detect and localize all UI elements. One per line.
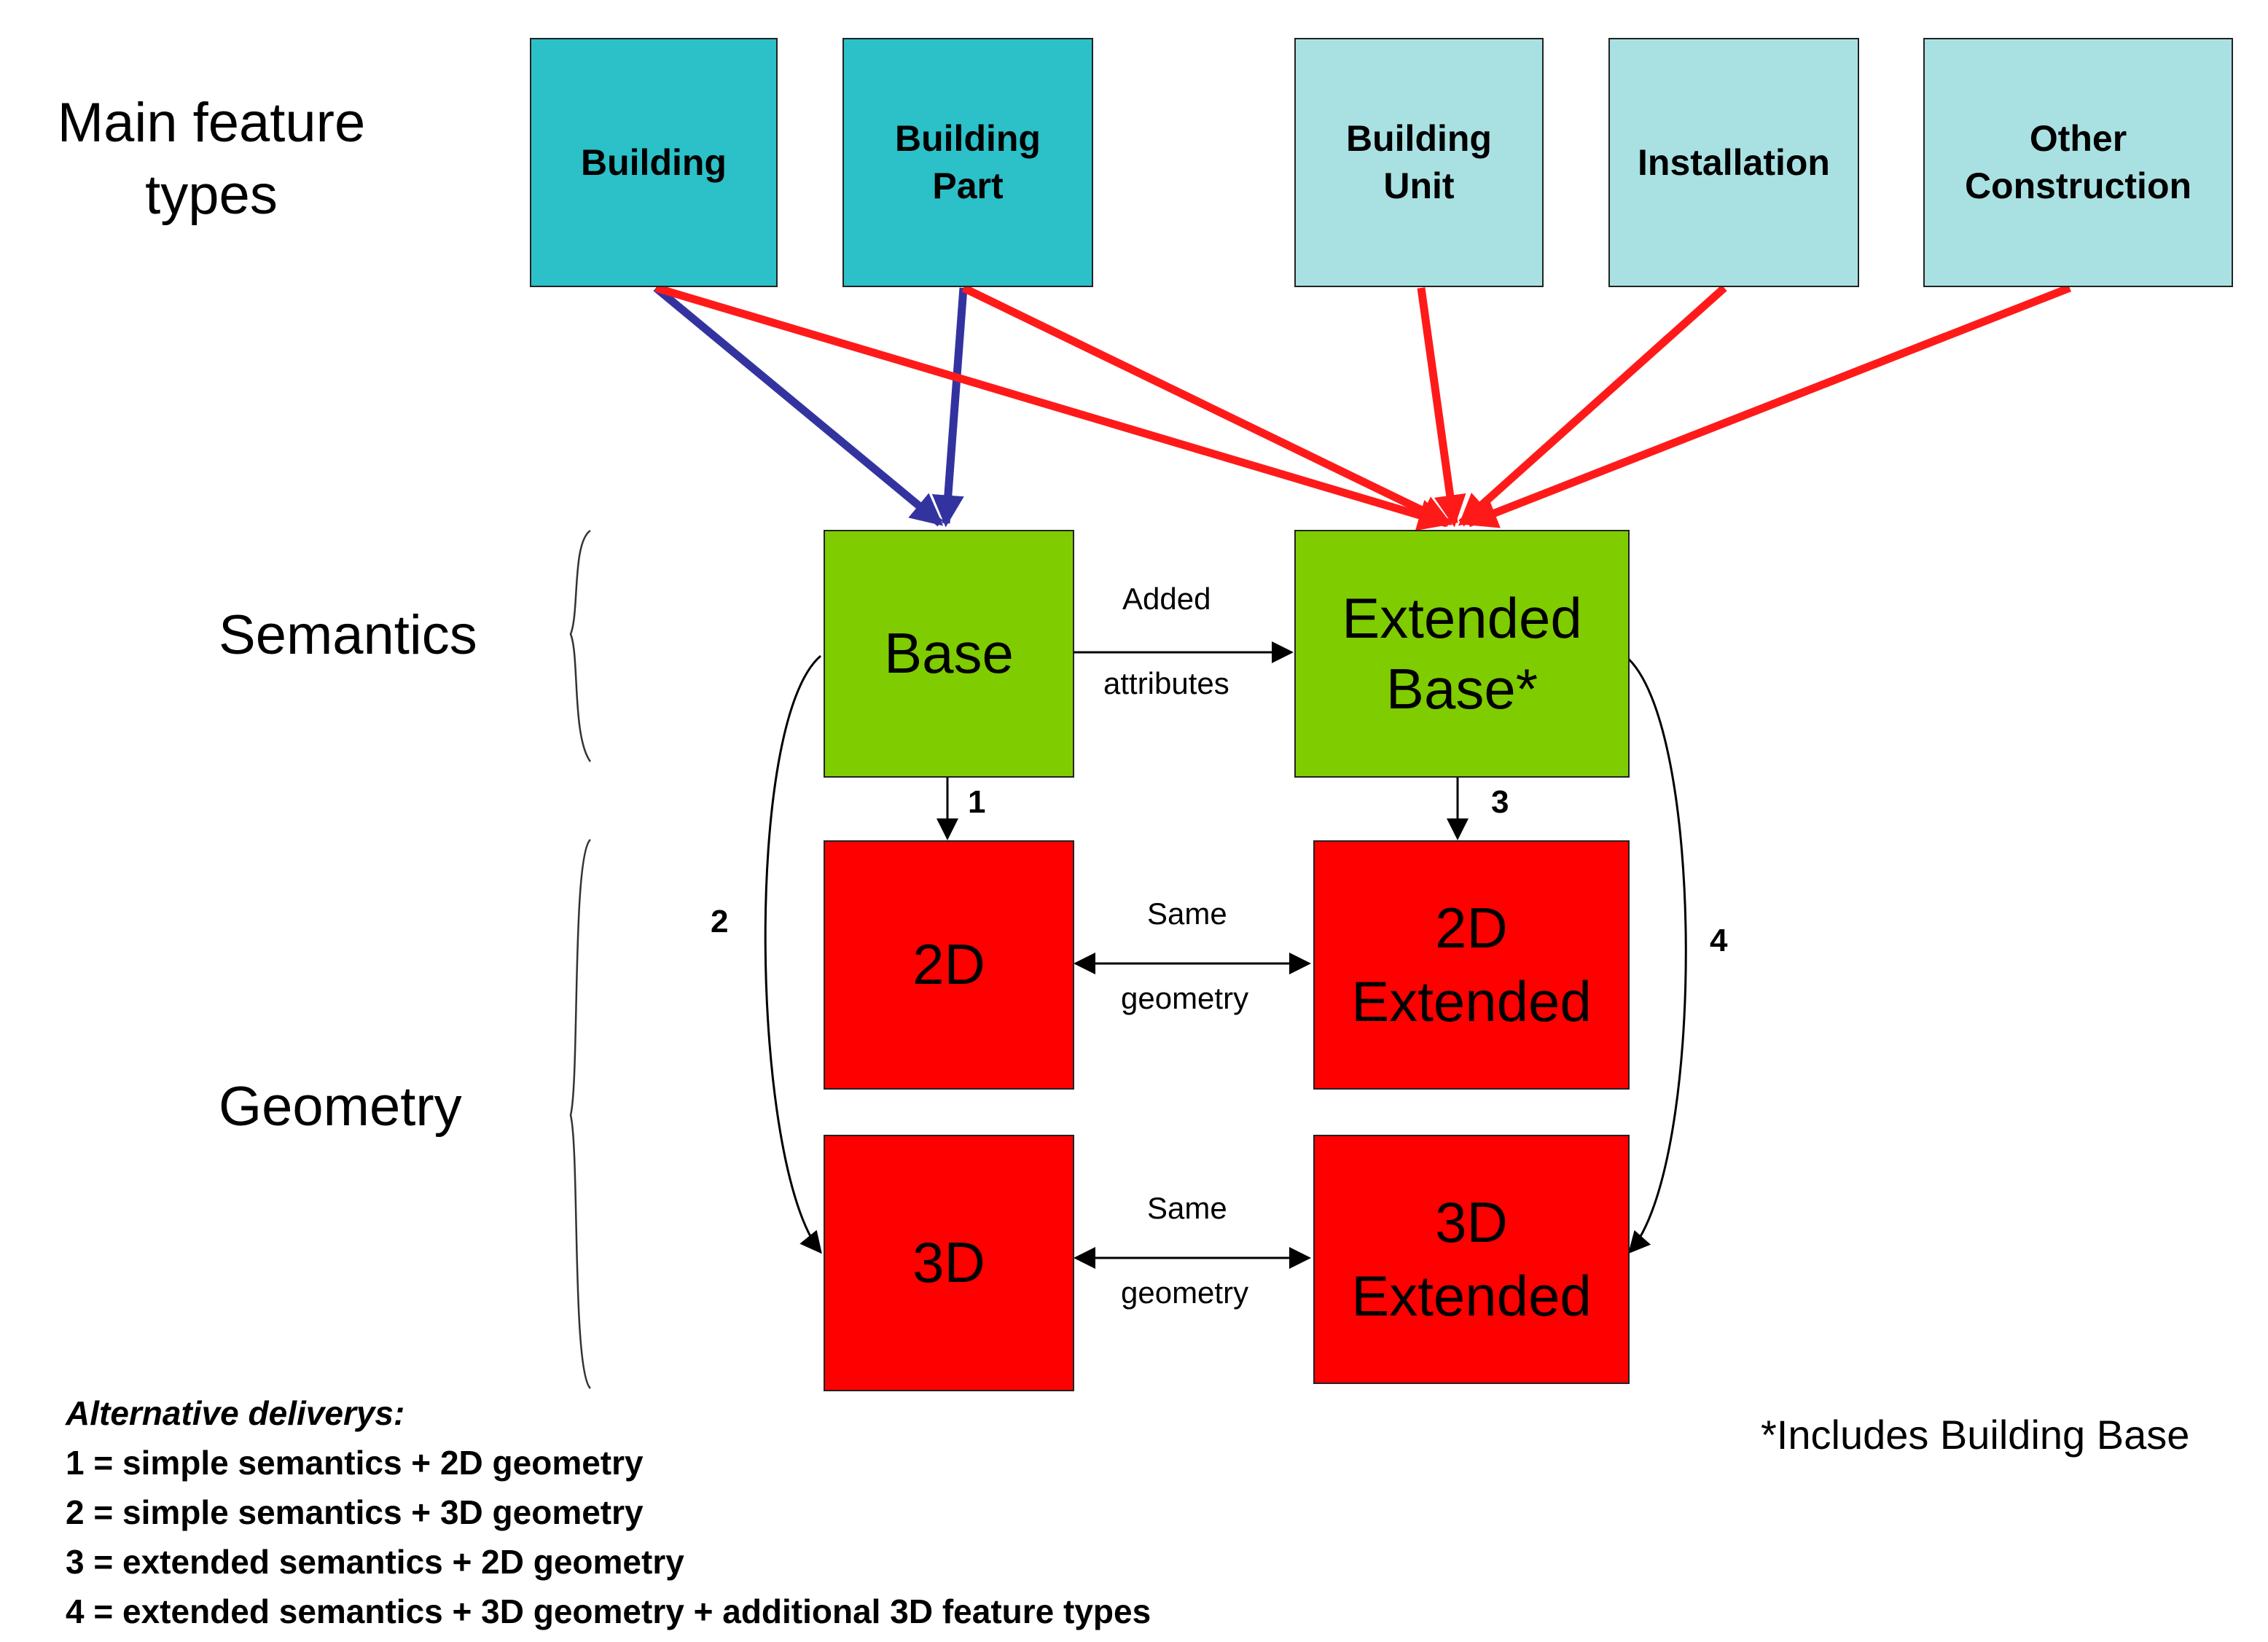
legend: Alternative deliverys: 1 = simple semant… [66, 1393, 1151, 1631]
arrow-2 [764, 654, 822, 1254]
feature-building-unit: Building Unit [1294, 38, 1544, 287]
label-same-2d: Same [1147, 896, 1227, 931]
brace-geometry [569, 839, 591, 1389]
arrow-building-to-extended [654, 284, 1451, 531]
box-base-label: Base [884, 621, 1014, 686]
legend-item: 2 = simple semantics + 3D geometry [66, 1493, 644, 1531]
label-number-3: 3 [1491, 784, 1509, 820]
box-base: Base [824, 530, 1074, 778]
arrow-building-to-base [653, 284, 944, 527]
legend-item: 4 = extended semantics + 3D geometry + a… [66, 1592, 1151, 1630]
arrow-otherconstruction-to-extended [1464, 284, 2072, 528]
box-2d-extended: 2D Extended [1313, 840, 1630, 1090]
arrow-buildingunit-to-extended [1417, 287, 1466, 528]
feature-building-unit-label: Building Unit [1346, 118, 1492, 206]
label-number-4: 4 [1710, 923, 1728, 958]
label-number-2: 2 [711, 904, 729, 939]
feature-building-part: Building Part [842, 38, 1093, 287]
label-semantics: Semantics [219, 604, 477, 666]
legend-item: 3 = extended semantics + 2D geometry [66, 1543, 684, 1581]
box-3d-extended: 3D Extended [1313, 1135, 1630, 1384]
box-extended-base-label: Extended Base* [1342, 585, 1582, 722]
feature-installation-label: Installation [1638, 141, 1830, 183]
footnote: *Includes Building Base [1761, 1412, 2190, 1458]
feature-installation: Installation [1608, 38, 1859, 287]
feature-other-construction-label: Other Construction [1964, 118, 2192, 206]
label-geometry-2d: geometry [1121, 981, 1249, 1015]
label-same-3d: Same [1147, 1191, 1227, 1225]
label-geometry: Geometry [219, 1076, 462, 1138]
feature-building-part-label: Building Part [895, 118, 1041, 206]
box-2d-label: 2D [912, 932, 985, 997]
legend-item: 1 = simple semantics + 2D geometry [66, 1444, 644, 1482]
label-main-feature-types: Main feature types [57, 92, 366, 226]
box-2d-extended-label: 2D Extended [1351, 895, 1592, 1033]
feature-building-label: Building [581, 141, 727, 183]
label-geometry-3d: geometry [1121, 1275, 1249, 1310]
arrow-4 [1624, 654, 1687, 1254]
box-2d: 2D [824, 840, 1074, 1090]
brace-semantics [569, 529, 592, 762]
box-3d: 3D [824, 1135, 1074, 1391]
label-attributes: attributes [1103, 666, 1229, 700]
arrow-buildingpart-to-extended [961, 284, 1452, 527]
feature-other-construction: Other Construction [1923, 38, 2233, 287]
box-3d-extended-label: 3D Extended [1351, 1189, 1592, 1328]
label-number-1: 1 [968, 784, 986, 820]
box-extended-base: Extended Base* [1294, 530, 1630, 778]
label-added: Added [1122, 582, 1211, 616]
box-3d-label: 3D [912, 1230, 985, 1295]
feature-building: Building [530, 38, 778, 287]
arrow-installation-to-extended [1458, 284, 1727, 527]
legend-title: Alternative deliverys: [66, 1394, 405, 1432]
arrow-buildingpart-to-base [931, 287, 968, 528]
